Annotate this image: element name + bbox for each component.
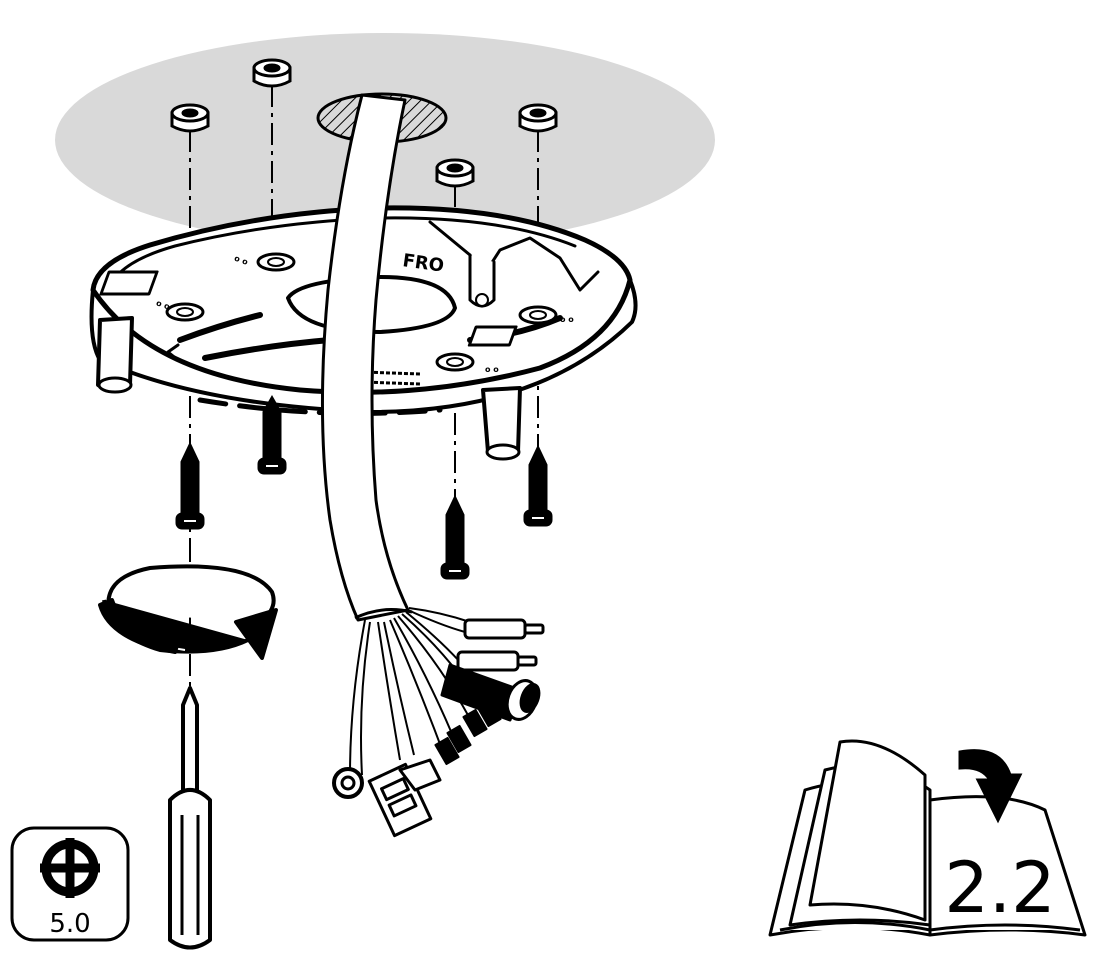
screw-4: [523, 444, 553, 527]
screws: [175, 394, 553, 580]
cable-bundle: [320, 93, 545, 838]
wall-plugs: [170, 58, 558, 188]
svg-text:o o: o o: [560, 315, 574, 324]
wall-plug-3: [435, 158, 475, 188]
manual-reference: 2.2: [768, 739, 1087, 937]
phillips-cross-icon: [40, 838, 100, 898]
screwdriver-size-label: 5.0: [49, 909, 90, 939]
wall-plug-2: [252, 58, 292, 88]
turn-page-arrow-icon: [958, 749, 1023, 824]
wall-plug-1: [170, 103, 210, 133]
wall-plug-4: [518, 103, 558, 133]
manual-page-label: 2.2: [944, 847, 1055, 929]
screwdriver: [168, 686, 212, 950]
screw-1: [175, 441, 205, 530]
screw-2: [257, 394, 287, 475]
open-book-icon: [768, 739, 1087, 937]
svg-text:o o: o o: [485, 365, 499, 374]
rotation-arrow-icon: [98, 564, 278, 660]
screwdriver-size-badge: 5.0: [10, 826, 130, 942]
screw-3: [440, 494, 470, 580]
